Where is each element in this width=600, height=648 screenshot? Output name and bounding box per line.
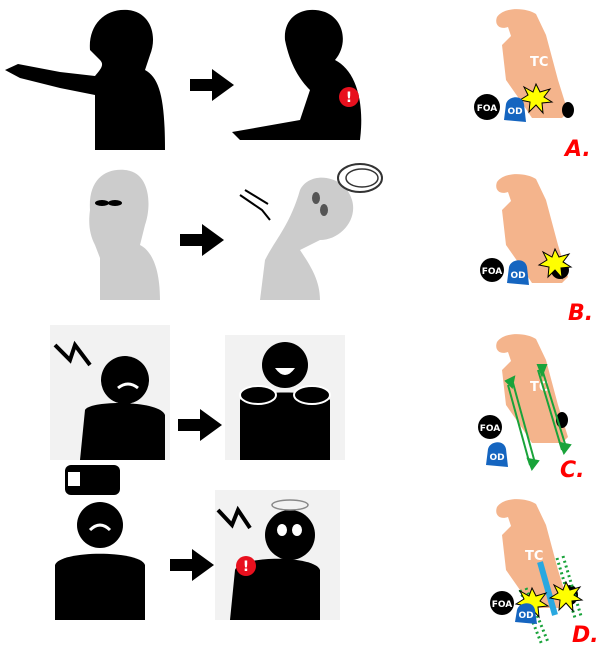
svg-text:OD: OD: [518, 611, 533, 621]
row1-person-arm-raised: [5, 9, 165, 150]
panel-b: FOA OD B.: [480, 174, 593, 326]
svg-text:TC: TC: [530, 55, 548, 70]
svg-text:!: !: [346, 90, 352, 106]
svg-text:D.: D.: [572, 623, 599, 648]
od-marker: [507, 260, 529, 285]
svg-text:OD: OD: [507, 107, 522, 117]
svg-text:C.: C.: [560, 458, 585, 483]
alert-icon: [339, 87, 359, 107]
od-marker: [486, 442, 508, 467]
arrow-icon: [170, 549, 214, 581]
alert-icon: [236, 556, 256, 576]
arrow-icon: [180, 224, 224, 256]
row4-person-object-on-head: [55, 465, 145, 620]
row2-person-whiplash: [239, 163, 383, 300]
od-marker: [504, 97, 526, 122]
fixation-rod: [537, 561, 558, 616]
bone-fragment: [562, 102, 574, 118]
svg-text:A.: A.: [563, 137, 591, 162]
svg-text:TC: TC: [525, 549, 543, 564]
svg-text:FOA: FOA: [477, 104, 498, 114]
panel-a: TC FOA OD A.: [474, 9, 591, 162]
row3-person-massage: [225, 335, 345, 460]
od-marker: [515, 603, 537, 624]
svg-text:!: !: [243, 559, 249, 575]
row1-person-arm-lowered: !: [232, 9, 362, 141]
svg-text:B.: B.: [568, 301, 593, 326]
svg-text:OD: OD: [489, 453, 504, 463]
foa-marker: [480, 258, 504, 282]
svg-text:FOA: FOA: [482, 267, 503, 277]
svg-text:FOA: FOA: [492, 600, 513, 610]
foa-marker: [474, 94, 500, 120]
arrow-icon: [190, 69, 234, 101]
dizzy-halo-icon: [337, 163, 383, 193]
svg-text:FOA: FOA: [480, 424, 501, 434]
svg-text:OD: OD: [510, 271, 525, 281]
foa-marker: [478, 415, 502, 439]
motion-arrows: [504, 364, 572, 472]
foa-marker: [490, 591, 514, 615]
motion-lines-icon: [239, 189, 271, 221]
panel-d: TC FOA OD D.: [490, 499, 599, 648]
row2-person-upright: [89, 169, 160, 300]
arrow-icon: [178, 409, 222, 441]
row3-person-shoulder-pain: [50, 325, 170, 460]
row4-person-dizzy-pain: !: [215, 490, 340, 620]
panel-c: TC FOA OD C.: [478, 334, 585, 483]
